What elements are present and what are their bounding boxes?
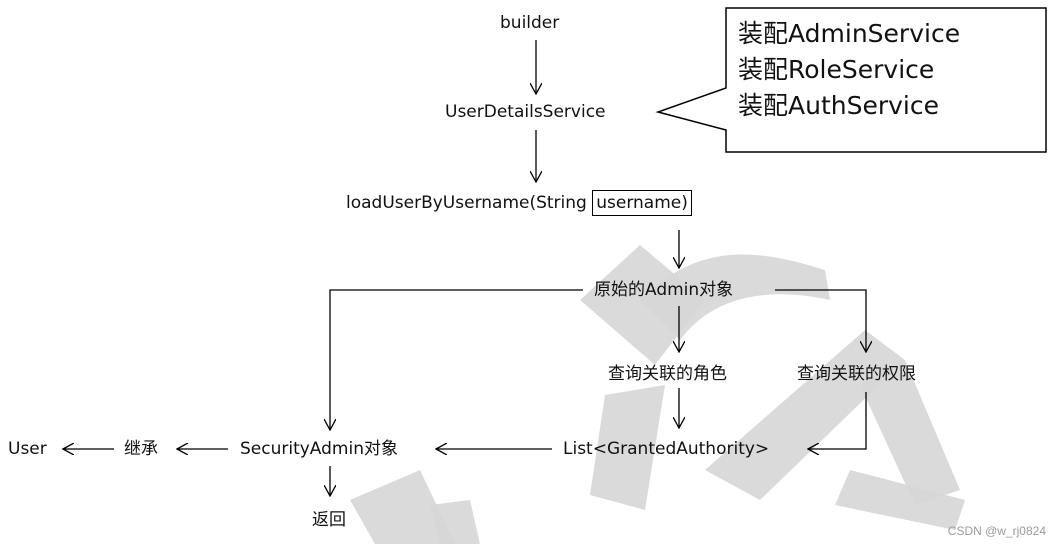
- node-security-admin: SecurityAdmin对象: [240, 439, 398, 459]
- node-inherit: 继承: [124, 439, 158, 459]
- node-return: 返回: [312, 510, 346, 530]
- load-method-signature: loadUserByUsername(String: [346, 193, 593, 213]
- node-query-auth: 查询关联的权限: [797, 364, 916, 384]
- node-admin-object: 原始的Admin对象: [594, 280, 734, 300]
- node-query-roles: 查询关联的角色: [608, 364, 727, 384]
- callout-line-role-service: 装配RoleService: [738, 55, 935, 84]
- node-builder: builder: [500, 13, 560, 33]
- node-load-user-by-username: loadUserByUsername(String username): [346, 190, 692, 216]
- arrow-admin-to-auth: [775, 289, 866, 352]
- callout-line-admin-service: 装配AdminService: [738, 19, 961, 48]
- arrow-admin-to-security: [330, 289, 583, 430]
- node-user: User: [8, 439, 47, 459]
- callout-box: [655, 7, 1047, 153]
- node-user-details-service: UserDetailsService: [445, 102, 606, 122]
- callout-line-auth-service: 装配AuthService: [738, 91, 939, 120]
- watermark-text: CSDN @w_rj0824: [947, 524, 1046, 538]
- watermark-shapes: [350, 245, 965, 544]
- load-param-username: username): [592, 190, 692, 216]
- arrow-auth-to-list: [808, 392, 867, 449]
- node-list-authority: List<GrantedAuthority>: [563, 439, 770, 459]
